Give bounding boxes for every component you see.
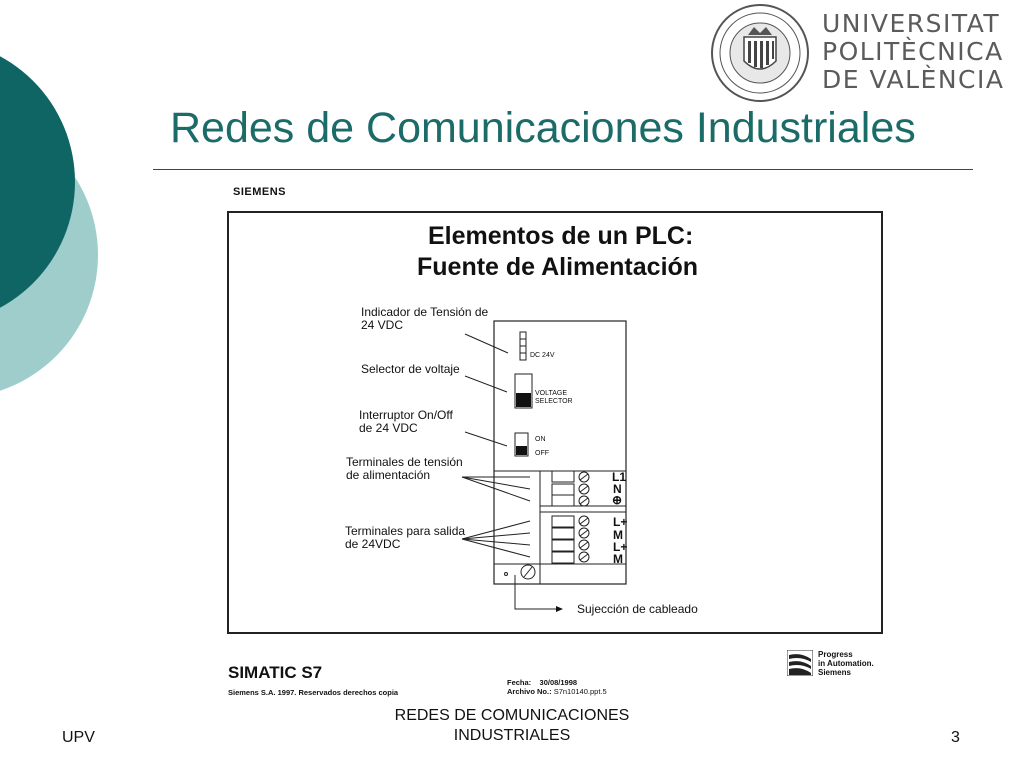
terminal-block-1 (551, 470, 575, 483)
terminal-label-n: N (613, 482, 622, 496)
label-output-terminals: Terminales para salida de 24VDC (345, 524, 466, 551)
terminal-block-4 (551, 515, 575, 528)
terminal-block-7 (551, 551, 575, 564)
date-value: 30/08/1998 (539, 678, 578, 687)
progress-line-1: Progress (818, 650, 853, 659)
leader-output-4 (461, 538, 531, 558)
siemens-copyright: Siemens S.A. 1997. Reservados derechos c… (228, 688, 399, 697)
leader-switch (464, 431, 508, 447)
switch-fill (516, 446, 527, 455)
label-cable-fixing: Sujección de cableado (577, 602, 698, 616)
siemens-brand: SIEMENS (233, 186, 287, 198)
university-name: UNIVERSITAT POLITÈCNICA DE VALÈNCIA (822, 10, 1012, 94)
leader-selector (464, 375, 508, 393)
university-name-line-1: UNIVERSITAT (822, 9, 1001, 38)
arrow-head (556, 606, 563, 612)
leader-led (464, 333, 509, 354)
date-label: Fecha: (507, 678, 532, 687)
terminal-block-5 (551, 527, 575, 540)
decorative-circles (0, 56, 98, 391)
module-body (493, 320, 627, 585)
progress-line-2: in Automation. (818, 659, 874, 668)
progress-automation-icon (787, 650, 813, 676)
title-divider (153, 169, 973, 170)
terminal-block-2 (551, 483, 575, 496)
terminal-label-lplus-1: L+ (613, 515, 628, 529)
selector-text: VOLTAGE SELECTOR (535, 390, 573, 405)
cable-fixing-screw (520, 564, 536, 580)
leader-output-3 (461, 538, 531, 546)
terminal-label-m-1: M (613, 528, 623, 542)
voltage-selector-switch (514, 373, 533, 409)
decor-circle-dark (0, 56, 75, 308)
terminal-block-6 (551, 539, 575, 552)
leader-supply-2 (461, 476, 531, 490)
footer-course-title: REDES DE COMUNICACIONES INDUSTRIALES (394, 707, 630, 744)
label-voltage-selector: Selector de voltaje (361, 362, 460, 376)
led-text: DC 24V (530, 352, 555, 359)
figure-file: Archivo No.: S7n10140.ppt.5 (507, 687, 607, 696)
terminal-block-3 (551, 494, 575, 507)
university-name-line-2: POLITÈCNICA (822, 37, 1004, 66)
figure-heading-line-2: Fuente de Alimentación (417, 253, 699, 281)
on-off-switch (514, 432, 529, 457)
figure-date: Fecha: 30/08/1998 (507, 678, 577, 687)
screw-terminals (578, 471, 590, 563)
terminal-label-l1: L1 (612, 470, 627, 484)
figure-heading-line-1: Elementos de un PLC: (428, 222, 694, 250)
label-voltage-indicator: Indicador de Tensión de 24 VDC (361, 305, 489, 332)
terminal-label-m-2: M (613, 552, 623, 566)
file-value: S7n10140.ppt.5 (553, 687, 607, 696)
figure-frame (227, 211, 883, 634)
leader-output-2 (461, 532, 531, 540)
footer-upv: UPV (62, 729, 95, 746)
university-seal-logo (711, 4, 809, 102)
slide-title: Redes de Comunicaciones Industriales (170, 104, 916, 152)
label-supply-terminals: Terminales de tensión de alimentación (346, 455, 463, 482)
selector-fill (516, 393, 531, 407)
file-label: Archivo No.: (507, 687, 552, 696)
leader-output-1 (461, 520, 531, 540)
page-number: 3 (951, 729, 960, 746)
off-text: OFF (535, 450, 549, 457)
simatic-product: SIMATIC S7 (228, 663, 323, 682)
leader-fixing (514, 575, 556, 610)
on-text: ON (535, 436, 546, 443)
terminal-label-lplus-2: L+ (613, 540, 628, 554)
university-name-line-3: DE VALÈNCIA (822, 65, 1005, 94)
progress-line-3: Siemens (818, 668, 851, 677)
terminal-label-ground: ⊕ (612, 493, 623, 507)
progress-automation-text: Progress in Automation. Siemens (818, 650, 874, 677)
label-switch: Interruptor On/Off de 24 VDC (359, 408, 453, 435)
leader-supply-3 (461, 476, 531, 502)
